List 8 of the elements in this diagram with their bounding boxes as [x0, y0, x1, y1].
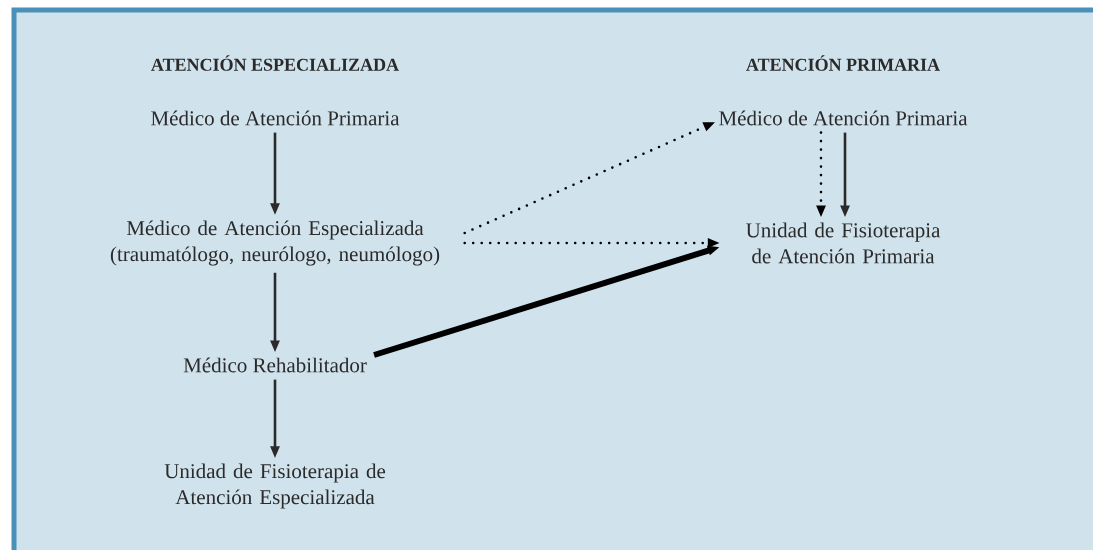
node-text: Médico de Atención Especializada (traumatólogo, neurólogo, neumólogo) — [110, 220, 440, 266]
node-text: Médico de Atención Primaria — [151, 110, 400, 126]
node-text: Médico de Atención Primaria — [719, 110, 968, 126]
column-heading: ATENCIÓN PRIMARIA — [746, 55, 940, 71]
node-text: Unidad de Fisioterapia de Atención Primaria — [746, 222, 941, 264]
column-heading: ATENCIÓN ESPECIALIZADA — [151, 55, 399, 71]
node-text: Unidad de Fisioterapia de Atención Especializada — [164, 463, 386, 509]
node-text: Médico Rehabilitador — [183, 357, 367, 373]
